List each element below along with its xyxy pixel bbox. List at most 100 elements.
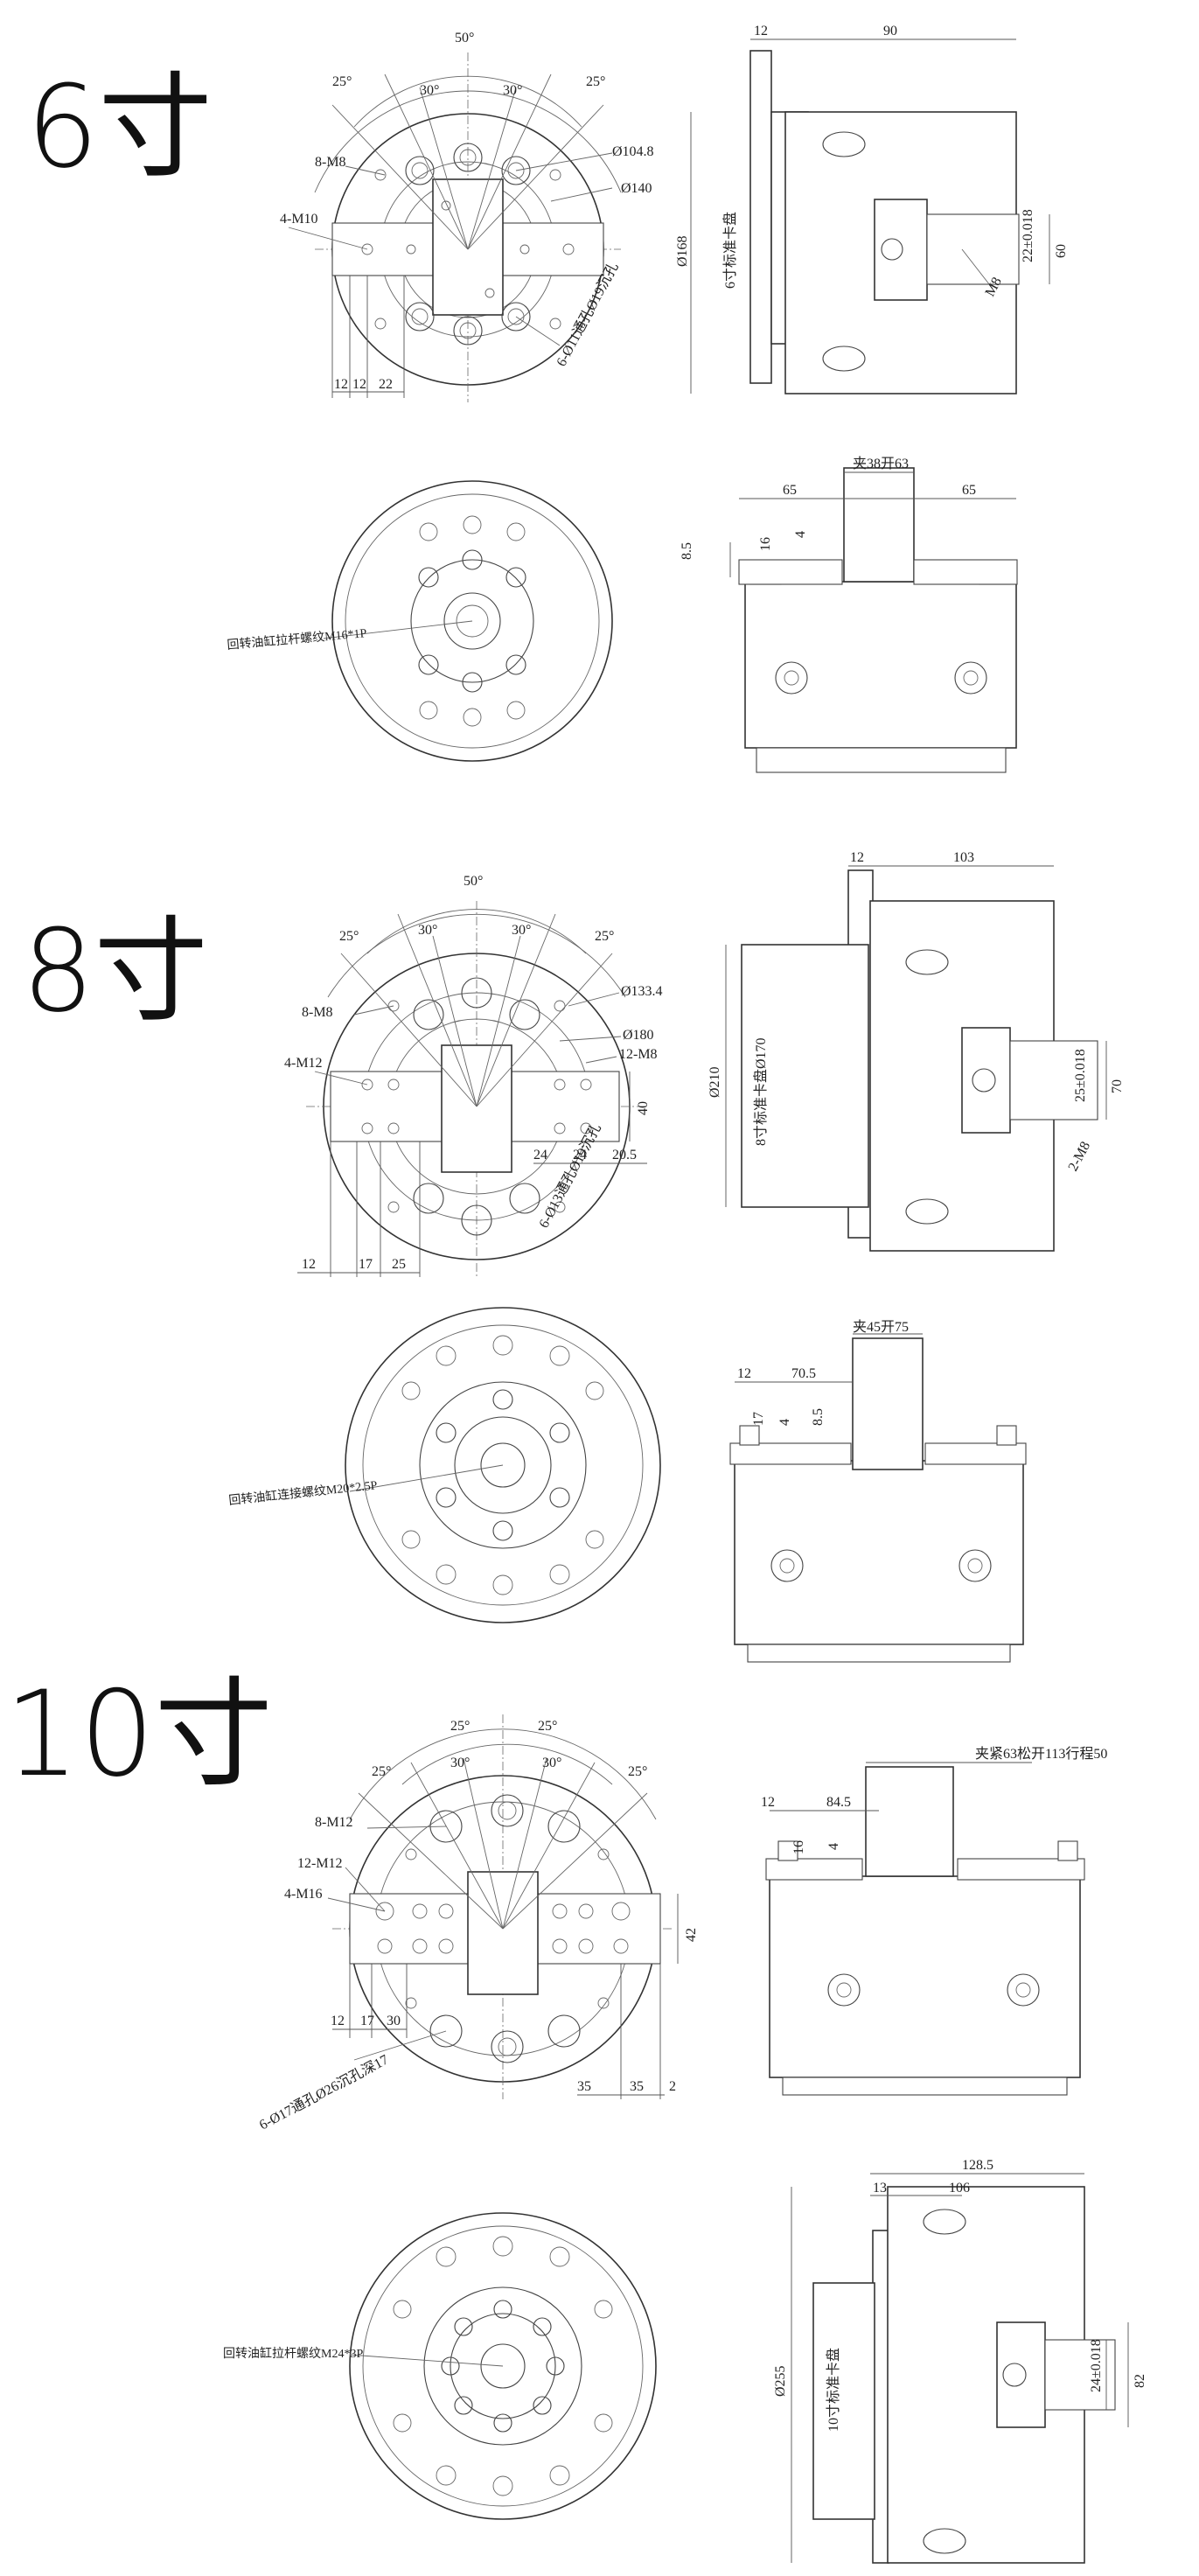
label8-dia-133: Ø133.4 xyxy=(621,984,663,999)
label10-8-m12: 8-M12 xyxy=(315,1815,353,1830)
angle8-25-left: 25° xyxy=(339,929,359,944)
dim10-2: 2 xyxy=(669,2079,676,2094)
side6-flange-label: 6寸标准卡盘 xyxy=(721,212,738,289)
section-6-inch: 6寸 xyxy=(0,0,1199,787)
dim8-12: 12 xyxy=(302,1257,316,1272)
angle8-30-right: 30° xyxy=(512,923,531,938)
front8-dim-12: 12 xyxy=(737,1366,751,1381)
angle8-25-right: 25° xyxy=(595,929,614,944)
label10-4-m16: 4-M16 xyxy=(284,1887,323,1902)
rear-view-8 xyxy=(345,1307,661,1623)
angle-25-right: 25° xyxy=(586,74,605,89)
label-dia-104-8: Ø104.8 xyxy=(612,144,654,159)
angle10-25b: 25° xyxy=(538,1719,557,1734)
front8-dim-8-5: 8.5 xyxy=(811,1408,826,1426)
side-view-8 xyxy=(725,865,1107,1252)
front10-dim-12: 12 xyxy=(761,1795,775,1810)
side6-dim-90: 90 xyxy=(883,24,897,38)
label-4-m10: 4-M10 xyxy=(280,212,318,227)
front6-dim-65a: 65 xyxy=(783,483,797,498)
front-side-view-8 xyxy=(729,1333,1027,1663)
front8-dim-17: 17 xyxy=(751,1412,766,1426)
front-side-view-6 xyxy=(729,467,1018,773)
label8-4-m12: 4-M12 xyxy=(284,1056,323,1071)
front6-clamp: 夹38开63 xyxy=(853,456,909,471)
side8-dim-25tol: 25±0.018 xyxy=(1073,1049,1088,1102)
label8-dia-180: Ø180 xyxy=(623,1028,654,1043)
dim10-42: 42 xyxy=(684,1928,699,1942)
angle10-25a: 25° xyxy=(450,1719,470,1734)
label8-8-m8: 8-M8 xyxy=(302,1005,333,1020)
angle8-30-left: 30° xyxy=(418,923,437,938)
drawing-8-inch: 50° 25° 30° 30° 25° 8-M8 4-M12 Ø133.4 Ø1… xyxy=(228,850,1125,1663)
dim8-24b: 24 xyxy=(573,1148,587,1162)
dim-22: 22 xyxy=(379,377,393,392)
size-label-8: 8寸 xyxy=(22,904,208,1037)
top-view-6 xyxy=(288,52,622,402)
dim8-24a: 24 xyxy=(533,1148,547,1162)
angle-50: 50° xyxy=(455,31,474,45)
side8-dim-2m8: 2-M8 xyxy=(1066,1139,1094,1173)
dim10-35b: 35 xyxy=(630,2079,644,2094)
rear-view-6 xyxy=(323,480,613,762)
dim8-20-5: 20.5 xyxy=(612,1148,637,1162)
angle10-25-left: 25° xyxy=(372,1764,391,1779)
angle10-25-right: 25° xyxy=(628,1764,647,1779)
side8-dim-70: 70 xyxy=(1110,1079,1125,1093)
front6-dim-8-5: 8.5 xyxy=(680,542,694,560)
angle-30-right: 30° xyxy=(503,83,522,98)
drawing-6-inch: 50° 25° 30° 30° 25° 8-M8 4-M10 Ø104.8 Ø1… xyxy=(227,24,1069,773)
side10-dim-82: 82 xyxy=(1133,2374,1147,2388)
side6-dim-60: 60 xyxy=(1054,244,1069,258)
front8-dim-4: 4 xyxy=(777,1419,792,1426)
label8-12-m8: 12-M8 xyxy=(619,1047,658,1062)
label10-6-holes: 6-Ø17通孔Ø26沉孔深17 xyxy=(256,2051,391,2133)
rear10-label: 回转油缸拉杆螺纹M24*3P xyxy=(223,2346,363,2361)
angle8-50: 50° xyxy=(464,874,483,889)
side8-flange-label: 8寸标准卡盘Ø170 xyxy=(752,1037,769,1146)
front-side-view-10 xyxy=(765,1762,1085,2096)
side-view-6 xyxy=(690,38,1050,394)
angle-30-left: 30° xyxy=(420,83,439,98)
side10-dim-13: 13 xyxy=(873,2181,887,2196)
side8-dim-12: 12 xyxy=(850,850,864,865)
side8-dim-210: Ø210 xyxy=(708,1066,722,1098)
label-dia-140: Ø140 xyxy=(621,181,652,196)
side10-dim-128-5: 128.5 xyxy=(962,2158,993,2173)
dim8-25: 25 xyxy=(392,1257,406,1272)
dim8-40: 40 xyxy=(636,1101,651,1115)
dim-12a: 12 xyxy=(334,377,348,392)
front10-clamp: 夹紧63松开113行程50 xyxy=(975,1746,1107,1762)
side-view-10 xyxy=(791,2173,1129,2564)
side10-flange-label: 10寸标准卡盘 xyxy=(825,2348,841,2432)
dim10-17: 17 xyxy=(360,2014,374,2028)
dim10-35a: 35 xyxy=(577,2079,591,2094)
front10-dim-4: 4 xyxy=(826,1843,841,1850)
dim10-30: 30 xyxy=(387,2014,401,2028)
rear8-label: 回转油缸连接螺纹M20*2.5P xyxy=(228,1477,379,1508)
dim8-17: 17 xyxy=(359,1257,373,1272)
section-10-inch: 10寸 xyxy=(0,1675,1199,2572)
rear-view-10 xyxy=(349,2212,657,2520)
angle-25-left: 25° xyxy=(332,74,352,89)
side6-dim-168: Ø168 xyxy=(675,235,690,267)
front10-dim-16: 16 xyxy=(791,1840,806,1854)
angle10-30-right: 30° xyxy=(542,1756,561,1770)
dim-12b: 12 xyxy=(352,377,366,392)
size-label-10: 10寸 xyxy=(4,1665,273,1803)
side6-dim-12: 12 xyxy=(754,24,768,38)
label-6-holes: 6-Ø11通孔Ø19沉孔 xyxy=(554,260,622,369)
label10-12-m12: 12-M12 xyxy=(297,1856,343,1871)
dim10-12: 12 xyxy=(331,2014,345,2028)
rear6-label: 回转油缸拉杆螺纹M16*1P xyxy=(227,625,367,653)
front6-dim-4: 4 xyxy=(793,531,808,538)
side6-dim-22tol: 22±0.018 xyxy=(1021,209,1035,262)
front6-dim-16: 16 xyxy=(758,537,773,551)
top-view-8 xyxy=(297,901,647,1277)
front10-dim-84-5: 84.5 xyxy=(826,1795,851,1810)
side10-dim-24tol: 24±0.018 xyxy=(1089,2339,1104,2392)
front6-dim-65b: 65 xyxy=(962,483,976,498)
front8-dim-70-5: 70.5 xyxy=(791,1366,816,1381)
size-label-6: 6寸 xyxy=(26,60,213,193)
side10-dim-106: 106 xyxy=(949,2181,970,2196)
